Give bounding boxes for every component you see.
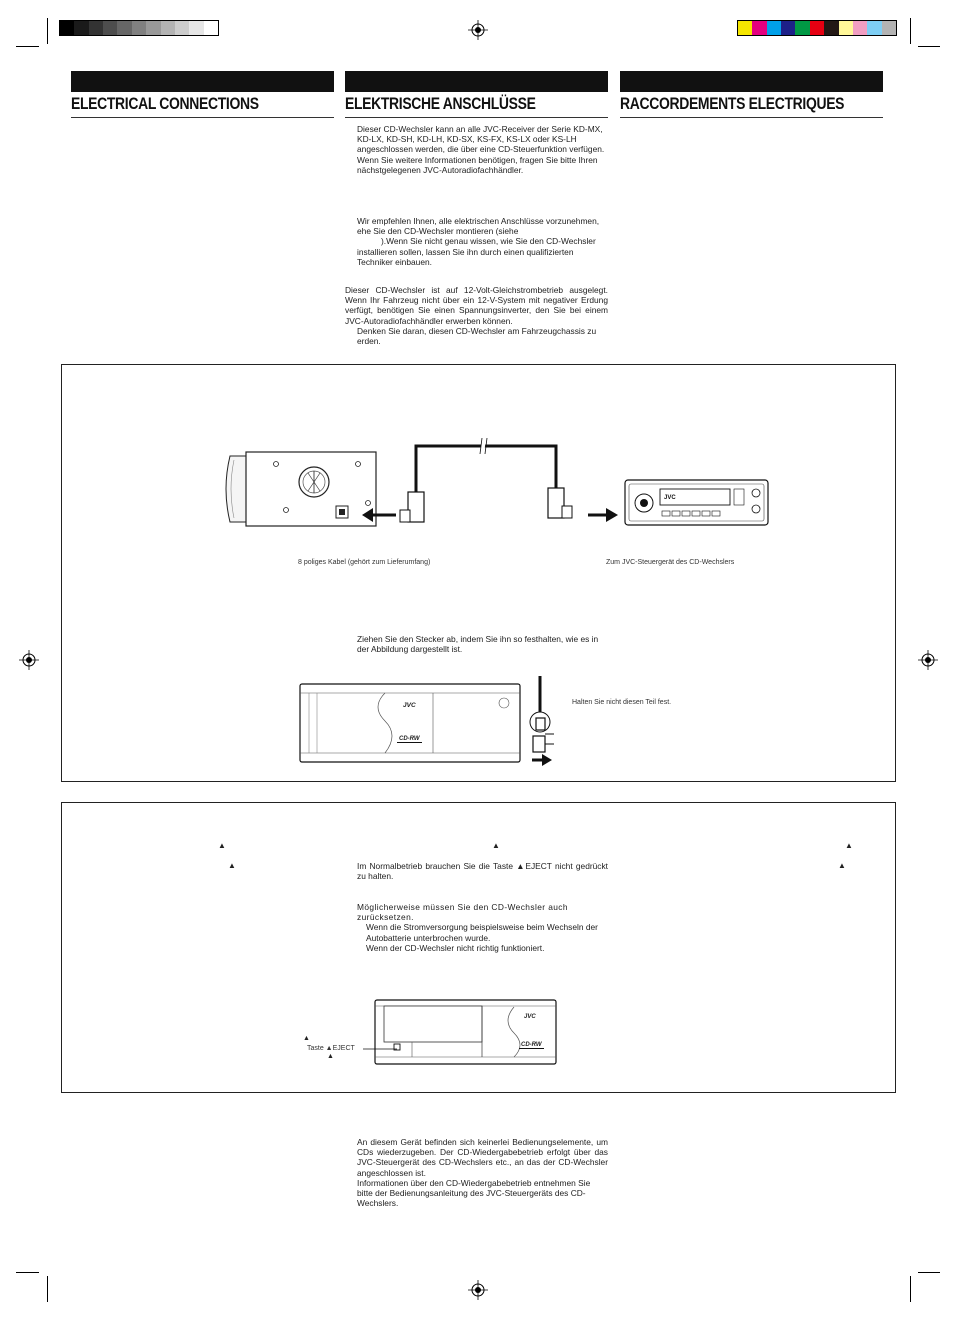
crop-mark xyxy=(47,1276,48,1302)
recommendation-paragraph: Wir empfehlen Ihnen, alle elektrischen A… xyxy=(357,216,608,267)
gray-step xyxy=(174,21,190,35)
normal-operation-note: Im Normalbetrieb brauchen Sie die Taste … xyxy=(357,861,608,882)
eject-icon: ▲ xyxy=(303,1035,310,1042)
recommendation-text: ).Wenn Sie nicht genau wissen, wie Sie d… xyxy=(357,236,596,267)
operation-paragraph: An diesem Gerät befinden sich keinerlei … xyxy=(357,1137,608,1208)
reset-item: Wenn die Stromversorgung beispielsweise … xyxy=(366,922,598,943)
registration-target-icon xyxy=(918,650,938,670)
reset-panel xyxy=(61,802,896,1093)
color-patch xyxy=(809,21,825,35)
crop-mark xyxy=(918,1272,940,1273)
eject-icon: ▲ xyxy=(845,841,853,850)
jvc-receiver-illustration: JVC xyxy=(624,479,769,526)
gray-step xyxy=(189,21,204,35)
intro-text: Wenn Sie weitere Informationen benötigen… xyxy=(357,154,598,175)
controller-label: Zum JVC-Steuergerät des CD-Wechslers xyxy=(606,559,735,566)
gray-step xyxy=(103,21,118,35)
header-bar-french xyxy=(620,71,883,92)
color-patch xyxy=(781,21,796,35)
gray-step xyxy=(60,21,75,35)
power-text: Denken Sie daran, diesen CD-Wechsler am … xyxy=(357,325,597,347)
cd-rw-logo: CD-RW xyxy=(397,736,422,743)
eject-icon: ▲ xyxy=(492,841,500,850)
intro-paragraph: Dieser CD-Wechsler kann an alle JVC-Rece… xyxy=(357,124,608,175)
gray-step xyxy=(88,21,104,35)
eject-icon: ▲ xyxy=(228,861,236,870)
color-patch xyxy=(752,21,767,35)
jvc-logo: JVC xyxy=(403,702,416,709)
operation-text: Informationen über den CD-Wiedergabebetr… xyxy=(357,1177,591,1209)
crop-mark xyxy=(910,18,911,44)
crop-mark xyxy=(16,46,39,47)
gray-step xyxy=(117,21,132,35)
hold-warning: Halten Sie nicht diesen Teil fest. xyxy=(572,699,672,706)
header-bar-english xyxy=(71,71,334,92)
gray-scale-bar xyxy=(59,20,219,36)
crop-mark xyxy=(47,18,48,44)
gray-step xyxy=(131,21,147,35)
crop-mark xyxy=(910,1276,911,1302)
gray-step xyxy=(160,21,175,35)
eject-icon: ▲ xyxy=(218,841,226,850)
header-rule xyxy=(345,117,608,118)
arrow-right-icon xyxy=(588,508,618,522)
crop-mark xyxy=(16,1272,39,1273)
cd-changer-eject-illustration xyxy=(374,999,557,1065)
color-patch xyxy=(824,21,839,35)
eject-icon: ▲ xyxy=(838,861,846,870)
color-patch xyxy=(881,21,896,35)
color-patch xyxy=(766,21,782,35)
jvc-logo: JVC xyxy=(524,1014,536,1020)
power-text: Dieser CD-Wechsler ist auf 12-Volt-Gleic… xyxy=(345,285,608,326)
reset-item: Wenn der CD-Wechsler nicht richtig funkt… xyxy=(366,942,545,953)
registration-target-icon xyxy=(468,1280,488,1300)
plug-hold-illustration xyxy=(529,676,554,766)
eject-icon: ▲ xyxy=(327,1053,334,1060)
header-bar-german xyxy=(345,71,608,92)
connection-panel xyxy=(61,364,896,782)
color-patch xyxy=(738,21,753,35)
operation-text: An diesem Gerät befinden sich keinerlei … xyxy=(357,1137,608,1178)
cable-label: 8 poliges Kabel (gehört zum Lieferumfang… xyxy=(298,559,431,566)
color-patch xyxy=(795,21,810,35)
section-title-french: RACCORDEMENTS ELECTRIQUES xyxy=(620,94,845,113)
color-patch xyxy=(867,21,882,35)
color-patch xyxy=(852,21,868,35)
reset-intro: Möglicherweise müssen Sie den CD-Wechsle… xyxy=(357,902,568,923)
section-title-english: ELECTRICAL CONNECTIONS xyxy=(71,94,259,113)
intro-text: Dieser CD-Wechsler kann an alle JVC-Rece… xyxy=(357,124,605,155)
svg-text:JVC: JVC xyxy=(664,495,676,501)
header-rule xyxy=(620,117,883,118)
leader-line xyxy=(363,1048,397,1050)
eight-pin-cable-illustration xyxy=(399,437,573,523)
arrow-left-icon xyxy=(362,508,396,522)
cd-rw-logo: CD-RW xyxy=(519,1042,544,1049)
gray-step xyxy=(74,21,89,35)
cd-changer-front-illustration xyxy=(299,683,521,763)
reset-paragraph: Möglicherweise müssen Sie den CD-Wechsle… xyxy=(357,902,608,953)
registration-target-icon xyxy=(19,650,39,670)
cd-changer-rear-illustration xyxy=(225,451,377,527)
color-patch xyxy=(838,21,853,35)
gray-step xyxy=(146,21,161,35)
gray-step xyxy=(203,21,218,35)
color-bar xyxy=(737,20,897,36)
eject-button-label: Taste ▲EJECT xyxy=(307,1045,355,1052)
power-paragraph: Dieser CD-Wechsler ist auf 12-Volt-Gleic… xyxy=(345,285,608,346)
recommendation-text: Wir empfehlen Ihnen, alle elektrischen A… xyxy=(357,216,600,237)
header-rule xyxy=(71,117,334,118)
crop-mark xyxy=(918,46,940,47)
unplug-instruction: Ziehen Sie den Stecker ab, indem Sie ihn… xyxy=(357,634,599,655)
registration-target-icon xyxy=(468,20,488,40)
section-title-german: ELEKTRISCHE ANSCHLÜSSE xyxy=(345,94,536,113)
